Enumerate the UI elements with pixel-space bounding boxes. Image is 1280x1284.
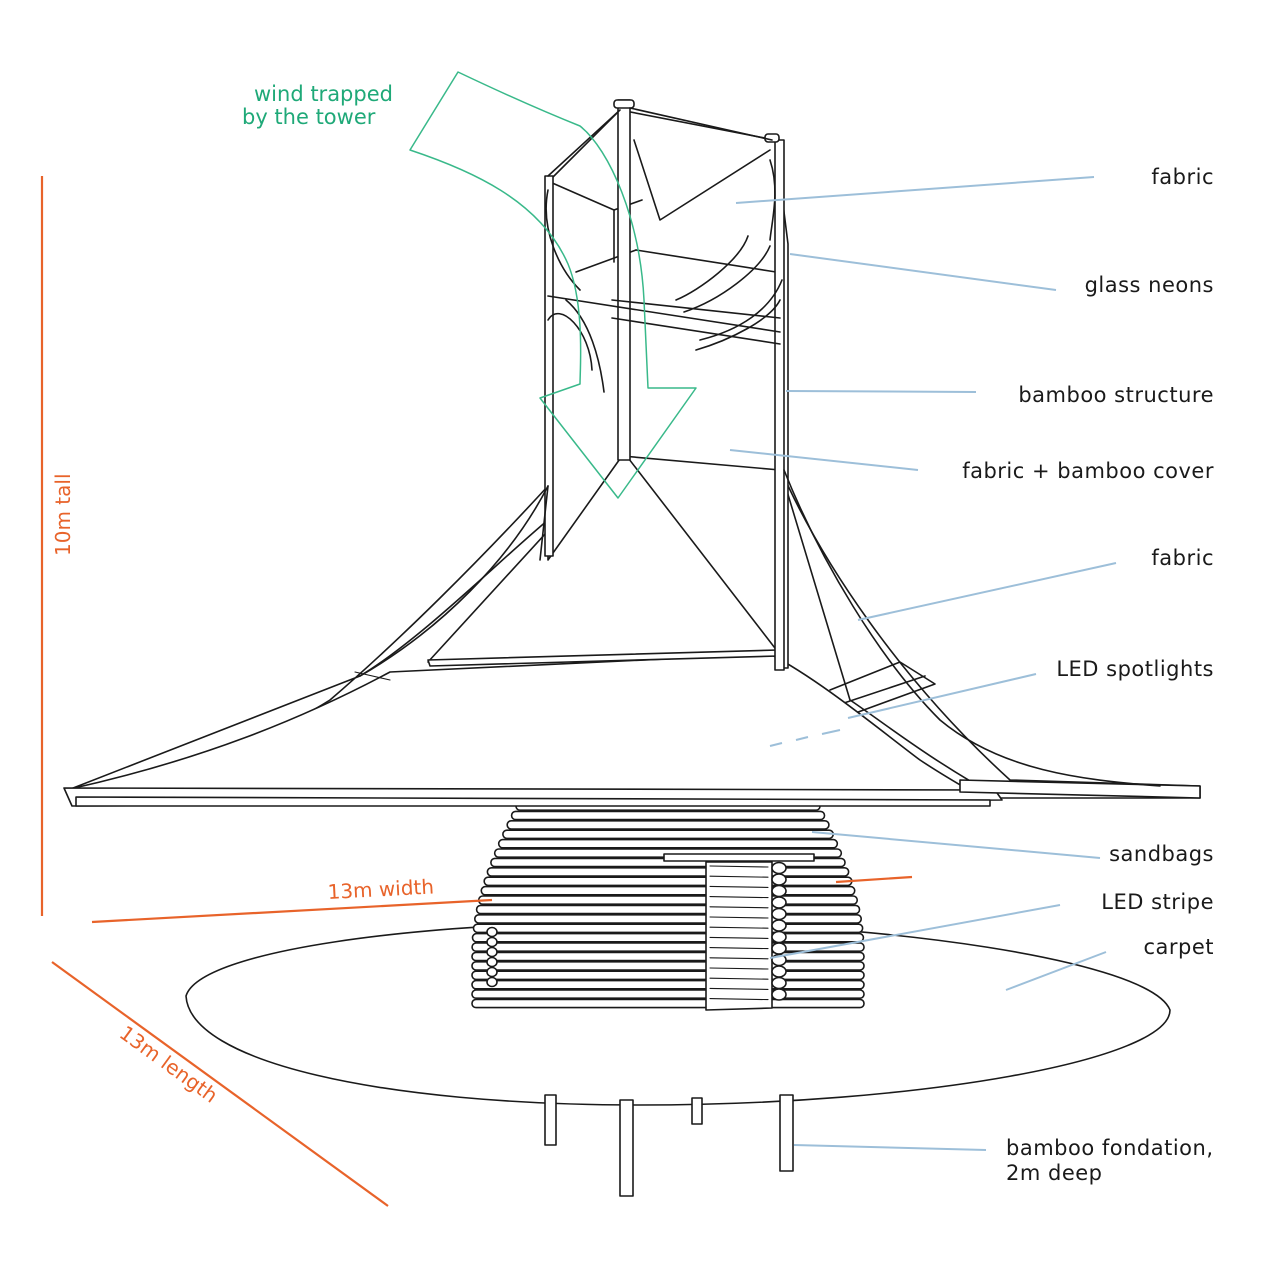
doorway-ring [709, 957, 769, 960]
tower-pole-right [774, 139, 785, 671]
sandbag-dome [471, 801, 865, 1011]
doorway-ring [709, 875, 769, 878]
tower-pole-front [617, 99, 631, 461]
doorway-ring [709, 967, 769, 970]
dimension-height-label: 10m tall [51, 474, 75, 557]
sandbag-end [771, 907, 787, 921]
doorway-ring [709, 916, 769, 919]
sandbag-row [480, 885, 856, 896]
label-bamboo-structure: bamboo structure [1018, 383, 1214, 407]
label-fabric-mid: fabric [1151, 546, 1214, 570]
tower-structure [359, 99, 1161, 787]
sandbag-row [486, 866, 850, 877]
wind-label-line1: wind trapped [254, 82, 393, 106]
leader-lines [729, 176, 1117, 1151]
carpet-disc [185, 921, 1171, 1106]
sandbag-row [471, 970, 865, 981]
sandbag-end [771, 976, 787, 990]
label-sandbags: sandbags [1109, 842, 1214, 866]
doorway-ring [709, 998, 769, 1001]
sandbag-row [471, 932, 865, 943]
doorway-ring [709, 936, 769, 939]
doorway-ring [709, 947, 769, 950]
doorway-ring [709, 926, 769, 929]
sandbag-row [510, 810, 826, 821]
sandbag-row [477, 895, 859, 905]
label-fabric-top: fabric [1151, 165, 1214, 189]
doorway-ring [709, 906, 769, 909]
sandbag-row [502, 829, 834, 840]
sandbag-row [483, 876, 853, 887]
doorway-ring [709, 885, 769, 888]
sandbag-end [771, 873, 787, 886]
sandbag-end [771, 988, 787, 1001]
sandbag-row [471, 951, 865, 962]
sandbag-end [486, 976, 498, 988]
sandbag-end [771, 896, 787, 909]
wind-label-line2: by the tower [242, 105, 376, 129]
sandbag-end [771, 965, 787, 978]
wind-arrow [409, 71, 697, 499]
label-led-spotlights: LED spotlights [1056, 657, 1214, 681]
bamboo-foundation-poles [544, 1094, 794, 1197]
doorway-ring [709, 987, 769, 990]
label-glass-neons: glass neons [1085, 273, 1214, 297]
label-foundation-line1: bamboo fondation, [1006, 1136, 1214, 1160]
sandbag-end [486, 936, 498, 948]
dimension-lines [40, 176, 913, 1207]
label-foundation-line2: 2m deep [1006, 1161, 1103, 1185]
sandbag-end [771, 930, 787, 944]
dimension-width-label: 13m width [327, 874, 435, 904]
sandbag-doorway [705, 861, 773, 1011]
sandbag-row [471, 989, 865, 999]
canopy-fabric [63, 449, 1201, 807]
sandbag-row [472, 923, 864, 934]
label-led-stripe: LED stripe [1101, 890, 1214, 914]
sandbag-row [506, 819, 830, 830]
sandbag-end [771, 919, 787, 932]
sandbag-end [486, 956, 498, 968]
label-fabric-bamboo-cover: fabric + bamboo cover [962, 459, 1214, 483]
sandbag-end [771, 861, 787, 875]
doorway-ring [709, 865, 769, 868]
sandbag-row [471, 998, 865, 1009]
sandbag-end [771, 942, 787, 955]
sandbag-end [486, 946, 498, 958]
sandbag-row [473, 913, 862, 924]
sandbag-row [497, 838, 839, 849]
sandbag-row [471, 942, 865, 952]
doorway-ring [709, 977, 769, 980]
sandbag-end [486, 966, 498, 978]
led-stripe-rod [663, 853, 815, 862]
sandbag-row [475, 904, 861, 915]
sandbag-end [486, 926, 498, 938]
sandbag-row [471, 979, 865, 990]
sandbag-end [771, 884, 787, 898]
label-carpet: carpet [1143, 935, 1214, 959]
sandbag-row [471, 960, 865, 971]
dimension-length-label: 13m length [115, 1021, 222, 1108]
doorway-ring [709, 896, 769, 899]
